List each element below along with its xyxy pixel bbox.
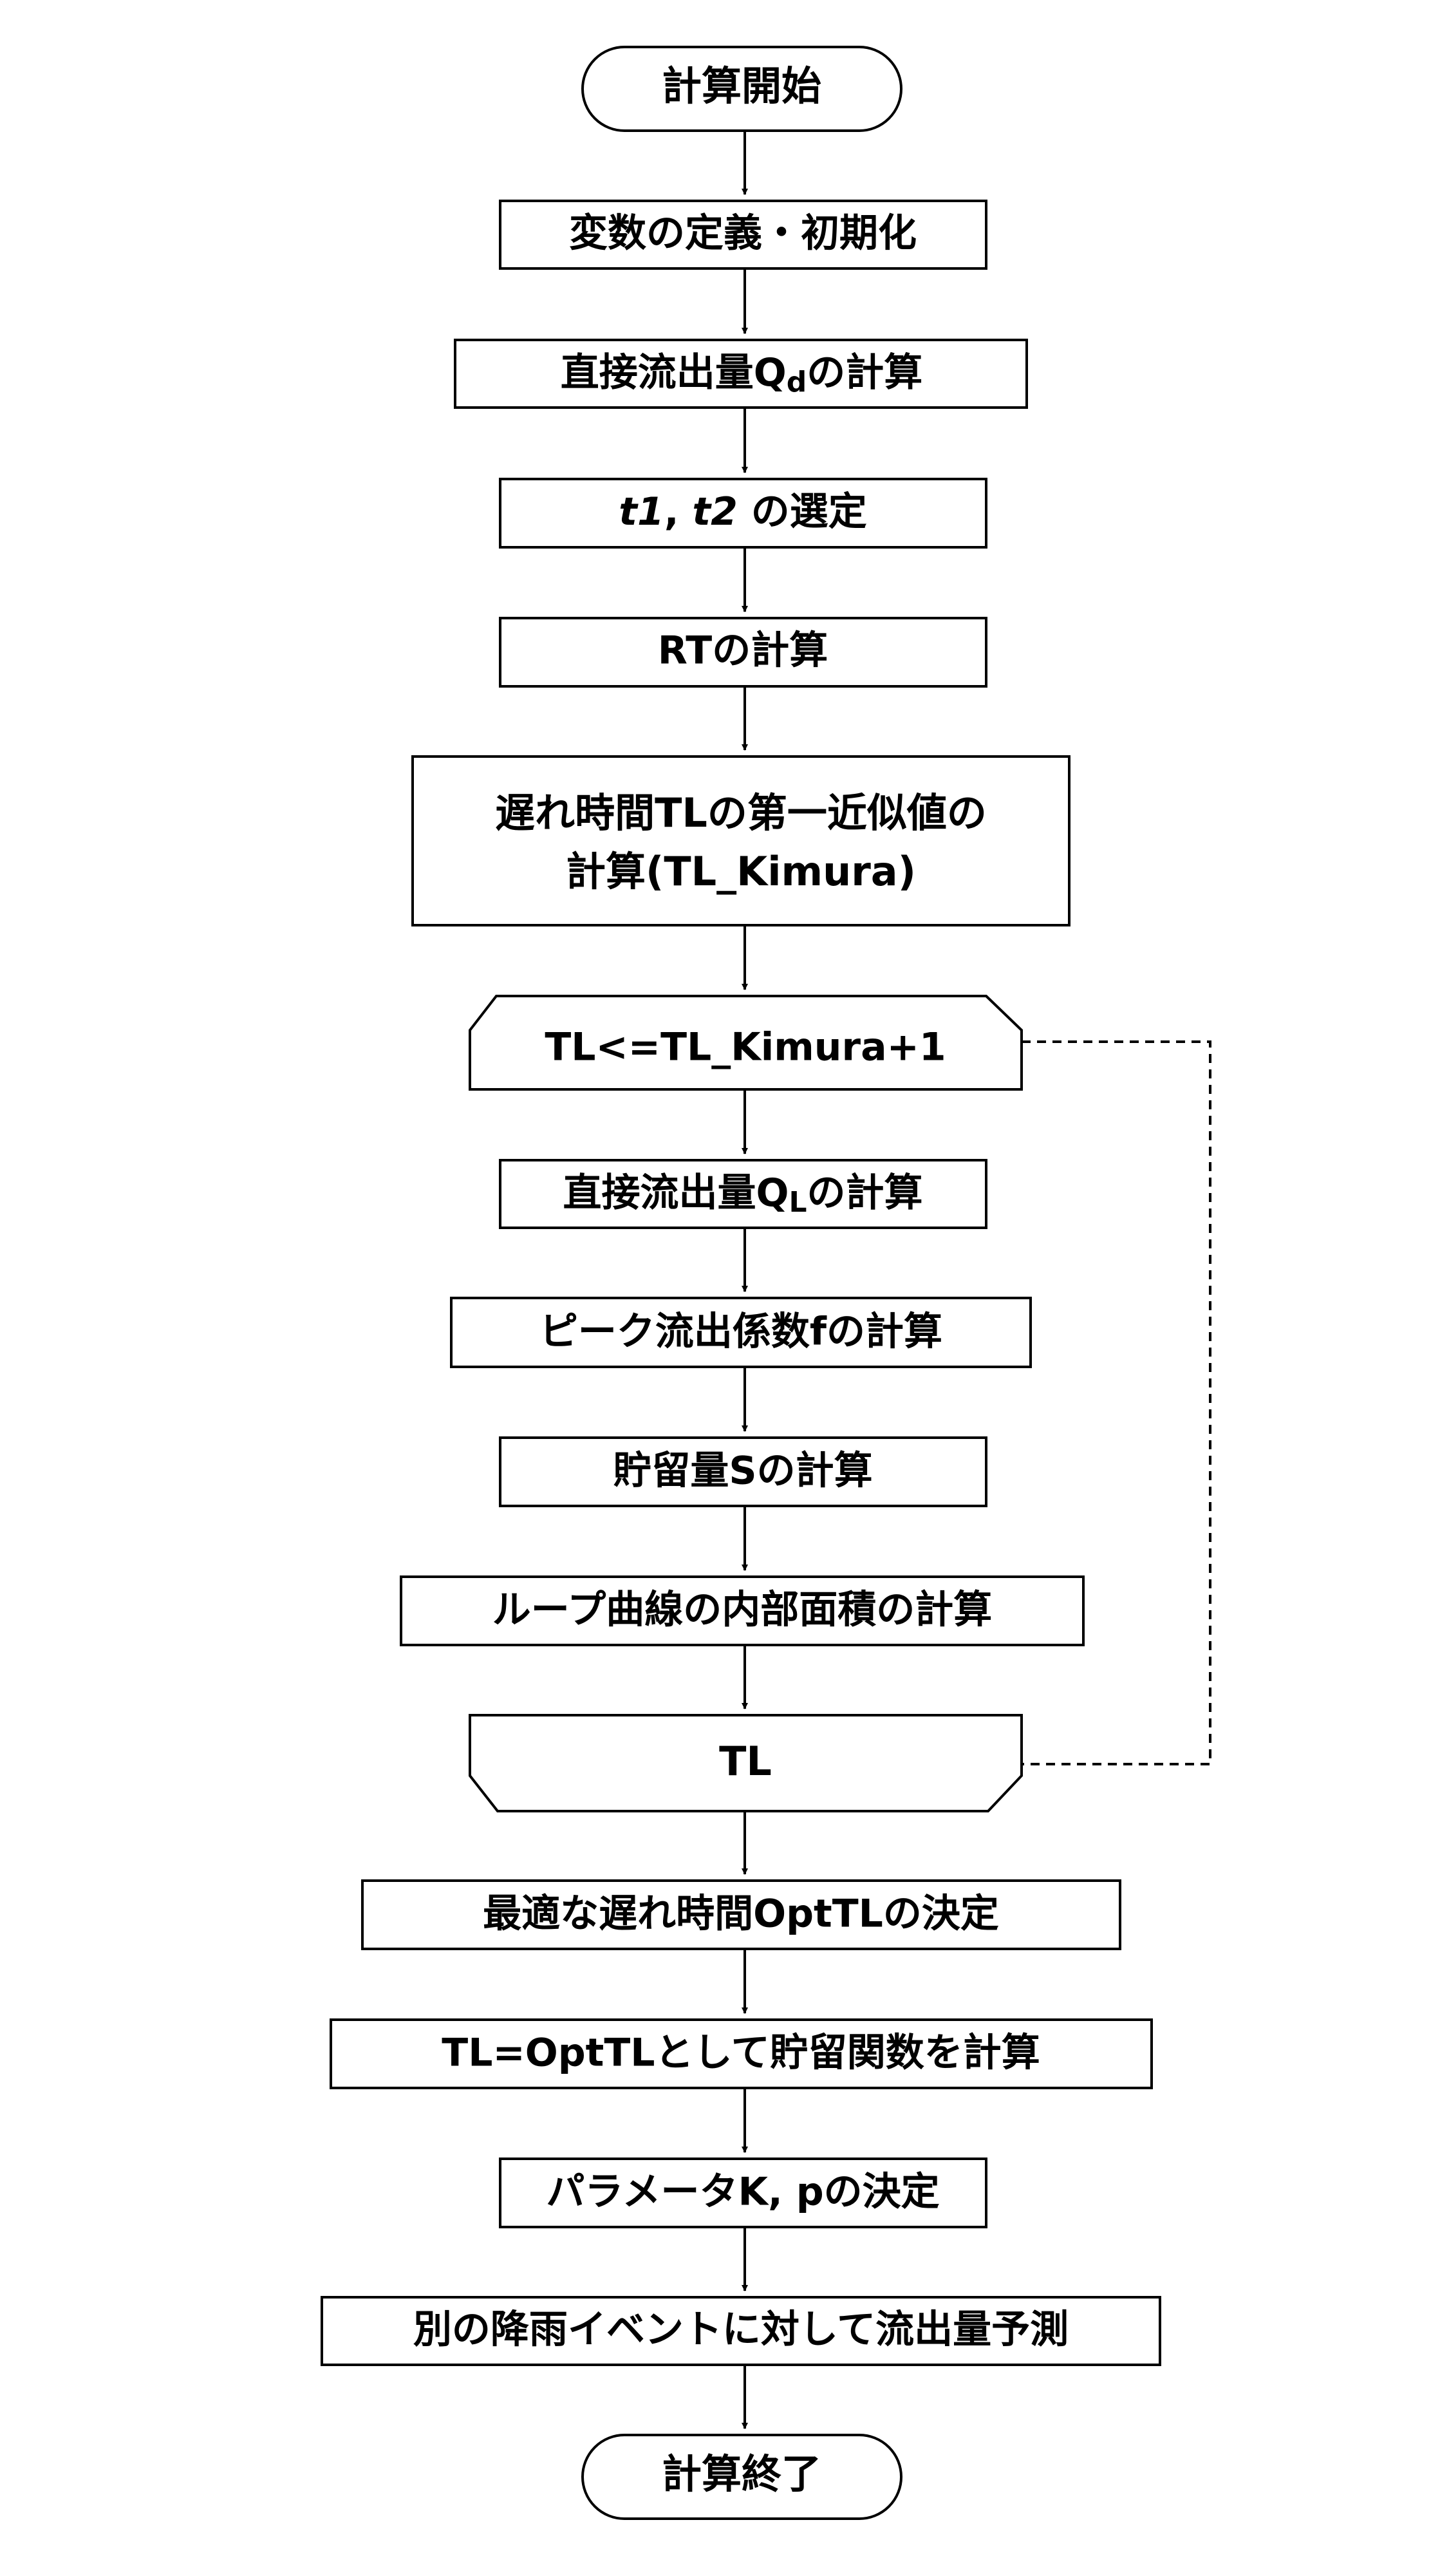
tl-kimura-line1: 遅れ時間TLの第一近似値の [495,789,987,836]
qd-step: 直接流出量Qdの計算 [454,339,1028,409]
loop-end-node: TL [469,1714,1023,1812]
loop-start-label: TL<=TL_Kimura+1 [545,1025,946,1070]
ql-label: 直接流出量QLの計算 [563,1170,922,1219]
loop-return-connector [1022,1040,1211,1765]
storage-function-label: TL=OptTLとして貯留関数を計算 [442,2031,1040,2076]
tl-kimura-step: 遅れ時間TLの第一近似値の 計算(TL_Kimura) [411,755,1070,926]
loop-end-label: TL [719,1738,772,1785]
predict-label: 別の降雨イベントに対して流出量予測 [413,2308,1069,2353]
rt-label: RTの計算 [658,628,828,673]
qd-label: 直接流出量Qdの計算 [561,350,923,399]
init-step: 変数の定義・初期化 [499,200,987,270]
t-select-step: t1, t2 の選定 [499,478,987,549]
tl-kimura-line2: 計算(TL_Kimura) [566,848,916,895]
rt-step: RTの計算 [499,617,987,688]
loop-area-label: ループ曲線の内部面積の計算 [492,1588,992,1633]
end-terminal: 計算終了 [581,2434,902,2520]
loop-area-step: ループ曲線の内部面積の計算 [400,1575,1085,1646]
storage-step: 貯留量Sの計算 [499,1436,987,1507]
start-terminal: 計算開始 [581,46,902,132]
opt-tl-label: 最適な遅れ時間OptTLの決定 [483,1892,999,1937]
params-label: パラメータK, pの決定 [546,2170,939,2215]
peak-label: ピーク流出係数fの計算 [539,1310,942,1355]
start-label: 計算開始 [662,62,821,109]
opt-tl-step: 最適な遅れ時間OptTLの決定 [361,1879,1121,1950]
loop-start-node: TL<=TL_Kimura+1 [469,995,1023,1091]
predict-step: 別の降雨イベントに対して流出量予測 [321,2296,1161,2366]
storage-label: 貯留量Sの計算 [613,1449,872,1494]
init-label: 変数の定義・初期化 [569,211,917,256]
params-step: パラメータK, pの決定 [499,2158,987,2228]
peak-coefficient-step: ピーク流出係数fの計算 [450,1297,1032,1368]
storage-function-step: TL=OptTLとして貯留関数を計算 [330,2018,1153,2089]
ql-step: 直接流出量QLの計算 [499,1159,987,1229]
t-select-label: t1, t2 の選定 [619,489,866,534]
end-label: 計算終了 [662,2450,821,2497]
